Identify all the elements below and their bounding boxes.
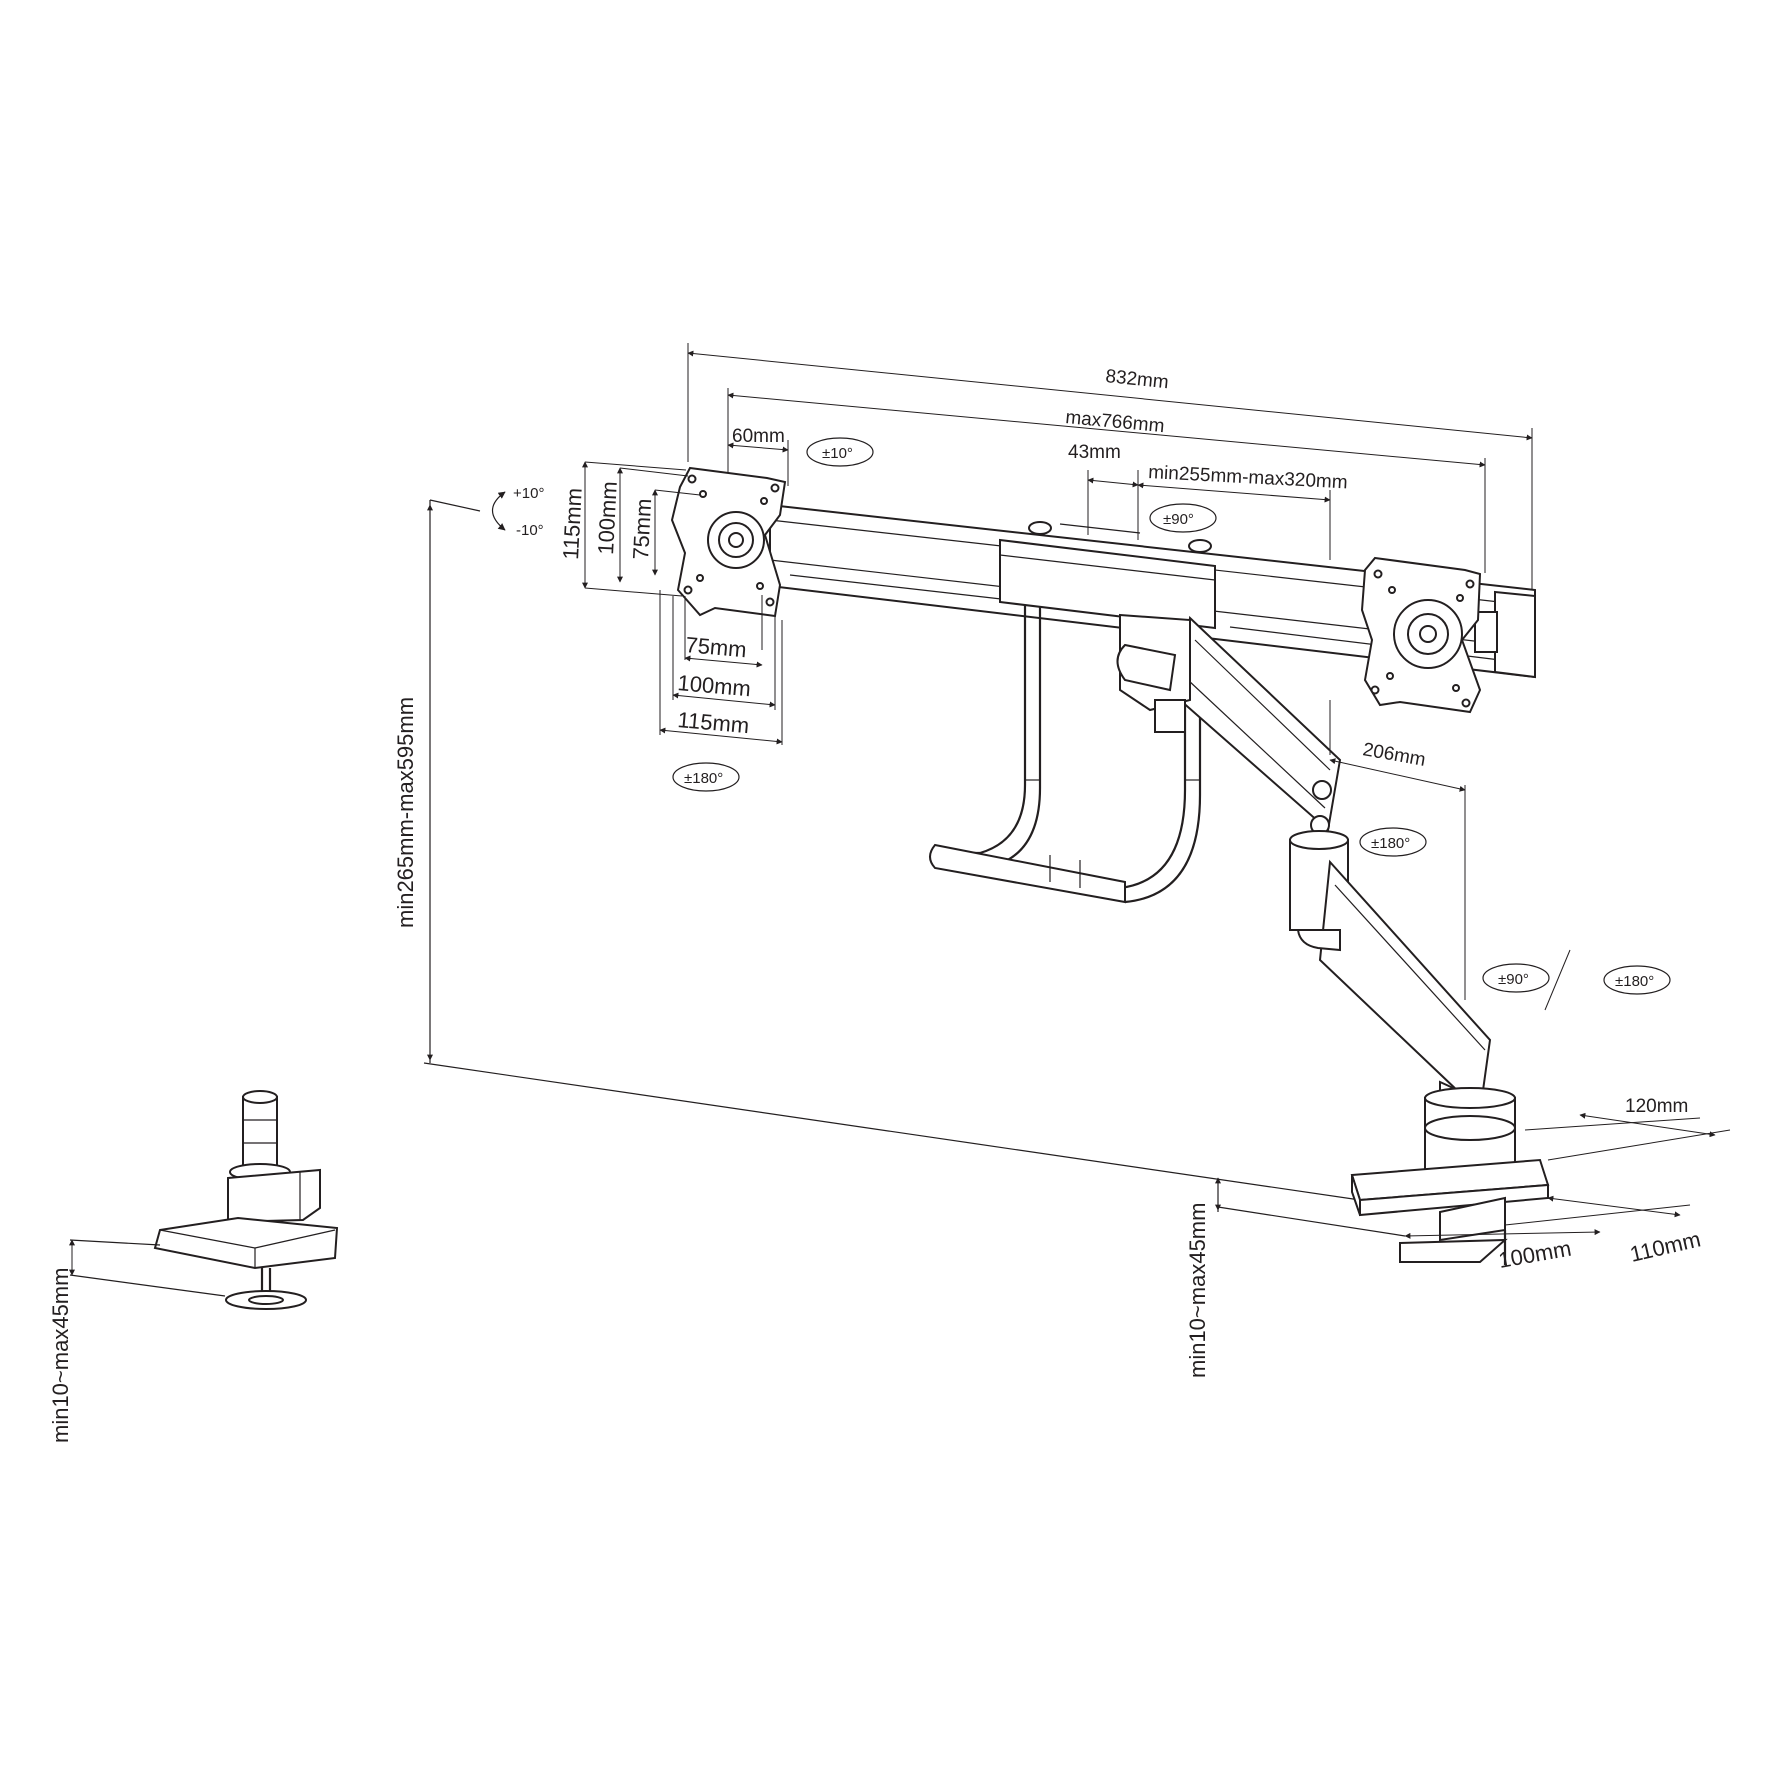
vesa-plate-right <box>1360 556 1482 714</box>
tilt-arrow-icon <box>491 491 506 531</box>
label-rotate-lower-180: ±180° <box>1615 973 1654 990</box>
label-rotate-plate: ±180° <box>684 770 723 787</box>
label-height-range: min265mm-max595mm <box>393 697 418 928</box>
label-vesa-w75: 75mm <box>685 632 748 662</box>
label-vesa-h115: 115mm <box>558 487 587 560</box>
label-base-depth: 120mm <box>1625 1096 1688 1117</box>
label-desk-thickness-left: min10~max45mm <box>48 1268 73 1443</box>
label-tilt-down: -10° <box>516 522 544 539</box>
label-vesa-w115: 115mm <box>677 707 751 738</box>
label-lower-arm: 206mm <box>1361 739 1427 771</box>
label-rotate-arm: ±180° <box>1371 835 1410 852</box>
dimension-lines <box>69 343 1731 1276</box>
handle <box>929 605 1202 904</box>
label-vesa-offset: 60mm <box>732 426 785 447</box>
label-swivel-plate: ±10° <box>822 445 853 462</box>
vesa-labels: 115mm 100mm 75mm 75mm 100mm 115mm <box>558 481 752 739</box>
label-arm-range: min255mm-max320mm <box>1148 462 1348 493</box>
label-overall-width: 832mm <box>1105 366 1170 393</box>
label-clamp-width: 100mm <box>1497 1236 1574 1273</box>
label-rotate-bar: ±90° <box>1163 511 1194 528</box>
label-max-span: max766mm <box>1065 407 1166 437</box>
label-clamp-depth: 110mm <box>1628 1226 1704 1266</box>
crossbar <box>769 503 1536 679</box>
arm <box>1116 613 1550 1265</box>
label-tilt-up: +10° <box>513 485 544 502</box>
rotation-labels: +10° -10° ±10° ±90° ±180° ±180° ±90° ±18… <box>513 445 1654 990</box>
vesa-plate-left <box>670 466 787 618</box>
label-rotate-lower-90: ±90° <box>1498 971 1529 988</box>
rotation-arrow-icon <box>672 437 1671 995</box>
clamp-detail <box>69 1090 339 1310</box>
label-desk-thickness-right: min10~max45mm <box>1185 1203 1210 1378</box>
label-vesa-h75: 75mm <box>628 498 656 560</box>
label-vesa-h100: 100mm <box>593 481 622 556</box>
label-center-offset: 43mm <box>1068 442 1121 463</box>
